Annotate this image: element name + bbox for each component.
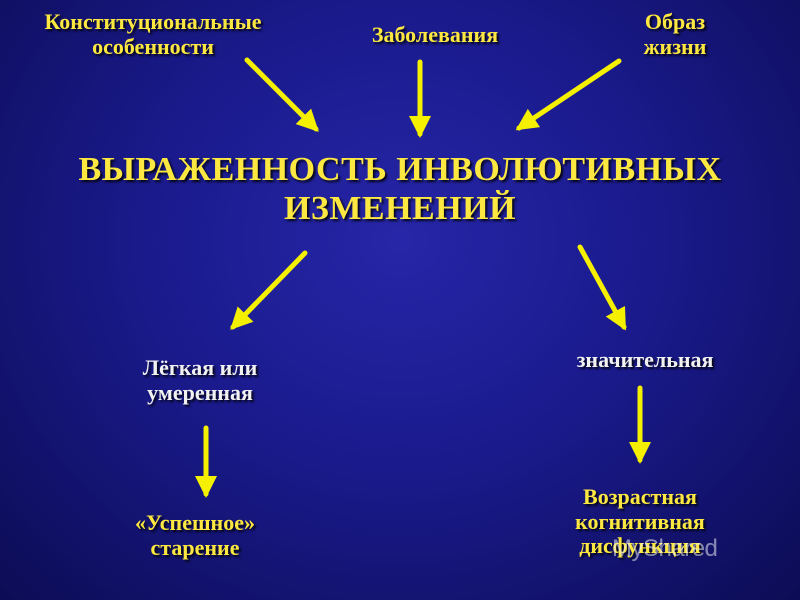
node-diseases: Заболевания: [371, 22, 499, 47]
node-lifestyle: Образ жизни: [643, 9, 707, 59]
watermark-logo: MyShared: [612, 535, 718, 562]
node-constitutional-features: Конституциональные особенности: [44, 9, 262, 59]
arrow-center-to-significant: [577, 244, 627, 331]
node-successful-aging: «Успешное» старение: [135, 510, 255, 560]
arrow-center-to-mild: [230, 250, 308, 330]
node-significant: значительная: [576, 347, 714, 372]
node-age-cognitive-dysfunction: Возрастная когнитивная дисфункция: [575, 484, 705, 559]
node-mild-or-moderate: Лёгкая или умеренная: [142, 355, 258, 405]
arrow-lifestyle-to-center: [515, 58, 622, 131]
arrow-constitutional-to-center: [244, 57, 319, 132]
node-involution-severity: ВЫРАЖЕННОСТЬ ИНВОЛЮТИВНЫХ ИЗМЕНЕНИЙ: [78, 151, 722, 228]
